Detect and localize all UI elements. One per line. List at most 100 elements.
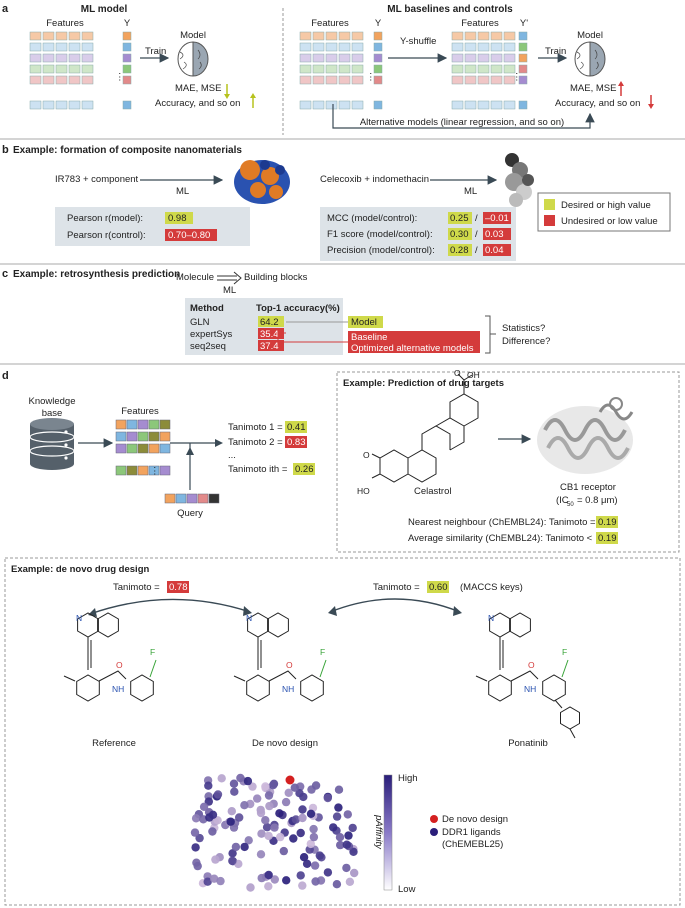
d-feature-cell bbox=[159, 465, 171, 476]
legend-desired-swatch bbox=[544, 199, 555, 210]
tanimoto-row-2-label: Tanimoto ith = bbox=[228, 464, 288, 475]
bl-y-label: Y bbox=[375, 18, 382, 29]
tanimoto-ellipsis: ... bbox=[228, 450, 236, 461]
feature-cell bbox=[81, 64, 94, 74]
celastrol-label: Celastrol bbox=[414, 486, 452, 497]
ddr1-ligand-point bbox=[213, 816, 222, 825]
feature-cell bbox=[29, 64, 42, 74]
feature-cell bbox=[55, 31, 68, 41]
feature-cell bbox=[351, 64, 364, 74]
bl-mae: MAE, MSE bbox=[570, 83, 616, 94]
ddr1-ligand-point bbox=[336, 840, 345, 850]
retro-model-tag bbox=[348, 316, 383, 328]
panel-d-letter: d bbox=[2, 370, 9, 382]
nn-chip bbox=[596, 516, 618, 528]
ml-acc-arrowhead bbox=[250, 93, 256, 98]
ddr1-ligand-point bbox=[257, 873, 266, 883]
feature-cell bbox=[29, 75, 42, 85]
d-features-label: Features bbox=[121, 406, 159, 417]
ml-brain-icon bbox=[177, 41, 209, 77]
retro-row-2-method: seq2seq bbox=[190, 341, 226, 352]
feature-cell bbox=[55, 100, 68, 110]
ddr1-ligand-point bbox=[208, 827, 217, 836]
ddr1-ligand-point bbox=[248, 782, 257, 791]
ponatinib-label: Ponatinib bbox=[508, 738, 548, 749]
drug-targets-title: Example: Prediction of drug targets bbox=[343, 378, 504, 389]
tan2-double-arrow bbox=[329, 598, 461, 613]
methyl-bond bbox=[475, 675, 488, 682]
y-cell bbox=[122, 75, 132, 85]
retro-double-arrow bbox=[217, 275, 237, 281]
feature-cell bbox=[477, 100, 490, 110]
methyl-bond bbox=[233, 675, 246, 682]
ml-train-label: Train bbox=[145, 46, 166, 57]
feature-cell bbox=[325, 31, 338, 41]
retro-baseline-box bbox=[348, 331, 480, 353]
feature-cell bbox=[477, 64, 490, 74]
feature-cell bbox=[29, 31, 42, 41]
tan1-chip bbox=[167, 581, 189, 593]
ddr1-ligand-point bbox=[298, 813, 307, 823]
ddr1-ligand-point bbox=[332, 880, 342, 889]
ddr1-ligand-point bbox=[193, 861, 202, 871]
legend-box bbox=[537, 192, 671, 232]
feature-cell bbox=[503, 75, 516, 85]
ddr1-ligand-point bbox=[334, 785, 344, 794]
ddr1-ligand-point bbox=[195, 833, 204, 843]
panel-c-title: Example: retrosynthesis prediction bbox=[13, 269, 180, 280]
feature-cell bbox=[68, 64, 81, 74]
panel-b-title: Example: formation of composite nanomate… bbox=[13, 145, 242, 156]
ddr1-ligand-point bbox=[264, 831, 273, 841]
ddr1-ligand-point bbox=[306, 809, 316, 818]
tanimoto-row-0-label: Tanimoto 1 = bbox=[228, 422, 283, 433]
feature-cell bbox=[42, 64, 55, 74]
ring bbox=[542, 674, 566, 702]
feature-cell bbox=[325, 42, 338, 52]
celastrol-o2-label: O bbox=[363, 450, 370, 460]
d-feature-cell bbox=[148, 443, 160, 454]
feature-cell bbox=[464, 53, 477, 63]
ddr1-ligand-point bbox=[342, 840, 351, 849]
bl-train-label: Train bbox=[545, 46, 566, 57]
nh-label: NH bbox=[112, 684, 124, 694]
y-cell bbox=[373, 42, 383, 52]
y-cell bbox=[373, 31, 383, 41]
feature-cell bbox=[42, 42, 55, 52]
alternative-models-label: Alternative models (linear regression, a… bbox=[360, 117, 564, 128]
chemical-space-scatter bbox=[190, 773, 359, 892]
colorbar-high: High bbox=[398, 773, 418, 784]
retro-row-0-value: 64.2 bbox=[260, 317, 279, 328]
d-feature-cell bbox=[115, 443, 127, 454]
nh-label: NH bbox=[282, 684, 294, 694]
d-feature-cell bbox=[115, 431, 127, 442]
ddr1-ligand-point bbox=[264, 791, 274, 800]
ddr1-ligand-point bbox=[213, 790, 223, 799]
y-cell bbox=[518, 64, 528, 74]
ddr1-ligand-point bbox=[240, 801, 249, 810]
o-label: O bbox=[286, 660, 293, 670]
nano-row-1-chip bbox=[165, 229, 217, 241]
feature-cell bbox=[312, 42, 325, 52]
ddr1-ligand-point bbox=[231, 842, 241, 852]
ddr1-ligand-point bbox=[203, 877, 212, 886]
query-label: Query bbox=[177, 508, 203, 519]
retro-arrowhead bbox=[233, 271, 242, 285]
y-cell bbox=[518, 75, 528, 85]
n-label: N bbox=[76, 613, 82, 623]
ddr1-ligand-point bbox=[229, 779, 239, 788]
nano-metrics-box bbox=[55, 207, 250, 246]
ddr1-ligand-point bbox=[261, 782, 270, 791]
ddr1-ligand-point bbox=[228, 856, 237, 866]
legend-denovo-dot bbox=[430, 815, 438, 823]
cocrystal-row-1-control: 0.03 bbox=[485, 229, 504, 240]
retro-row-0-method: GLN bbox=[190, 317, 210, 328]
ml-model-title: ML model bbox=[81, 4, 128, 15]
bl-features-label: Features bbox=[311, 18, 349, 29]
ddr1-ligand-point bbox=[289, 834, 298, 843]
ddr1-ligand-point bbox=[342, 863, 351, 873]
tanimoto-row-2-value: 0.26 bbox=[295, 464, 314, 475]
feature-cell bbox=[503, 64, 516, 74]
feature-cell bbox=[338, 31, 351, 41]
